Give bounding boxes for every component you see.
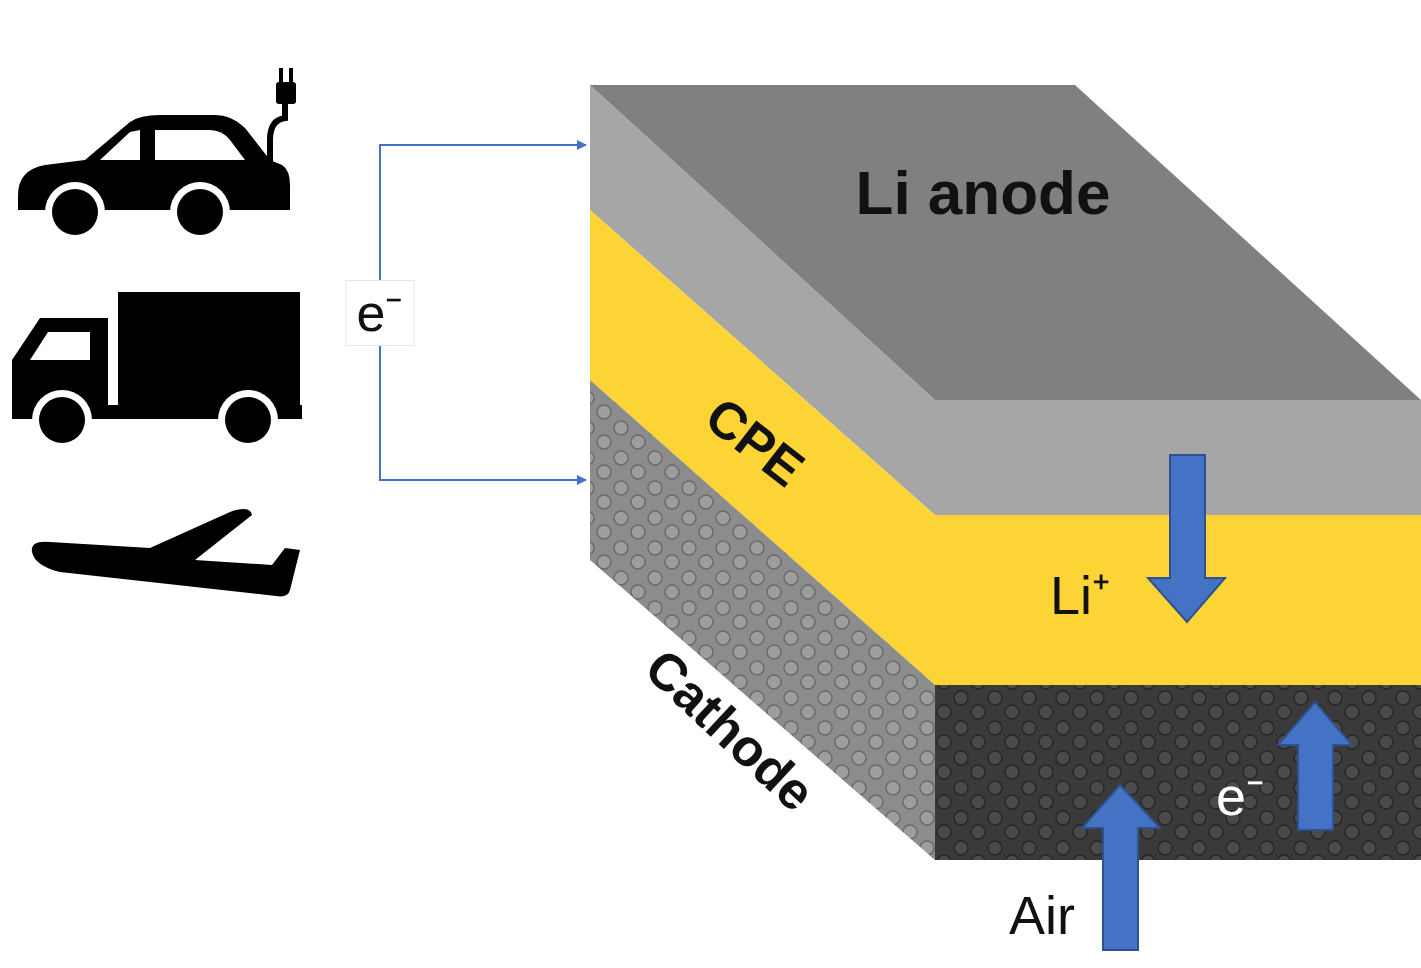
anode-top <box>590 85 1421 400</box>
electron-label: e⁻ <box>1216 769 1264 823</box>
air-arrow <box>1082 785 1160 950</box>
layer-region: Cathode <box>590 440 890 840</box>
air-label: Air <box>1009 888 1075 942</box>
layer-region: Li anode <box>590 85 1420 395</box>
wire-label: e⁻ <box>346 280 415 346</box>
plane-icon <box>32 509 300 596</box>
layer-region: CPE <box>620 370 860 530</box>
car-icon <box>18 68 296 242</box>
layer-name: Li anode <box>856 162 1111 224</box>
li-ion-arrow <box>1148 455 1225 622</box>
ion-label: Li⁺ <box>1050 568 1110 622</box>
electron-arrow <box>1278 702 1352 830</box>
cathode-side <box>590 380 935 860</box>
truck-icon <box>12 292 302 450</box>
cathode-front <box>935 685 1421 860</box>
layer-name: Cathode <box>636 640 824 820</box>
layer-name: CPE <box>697 389 813 496</box>
